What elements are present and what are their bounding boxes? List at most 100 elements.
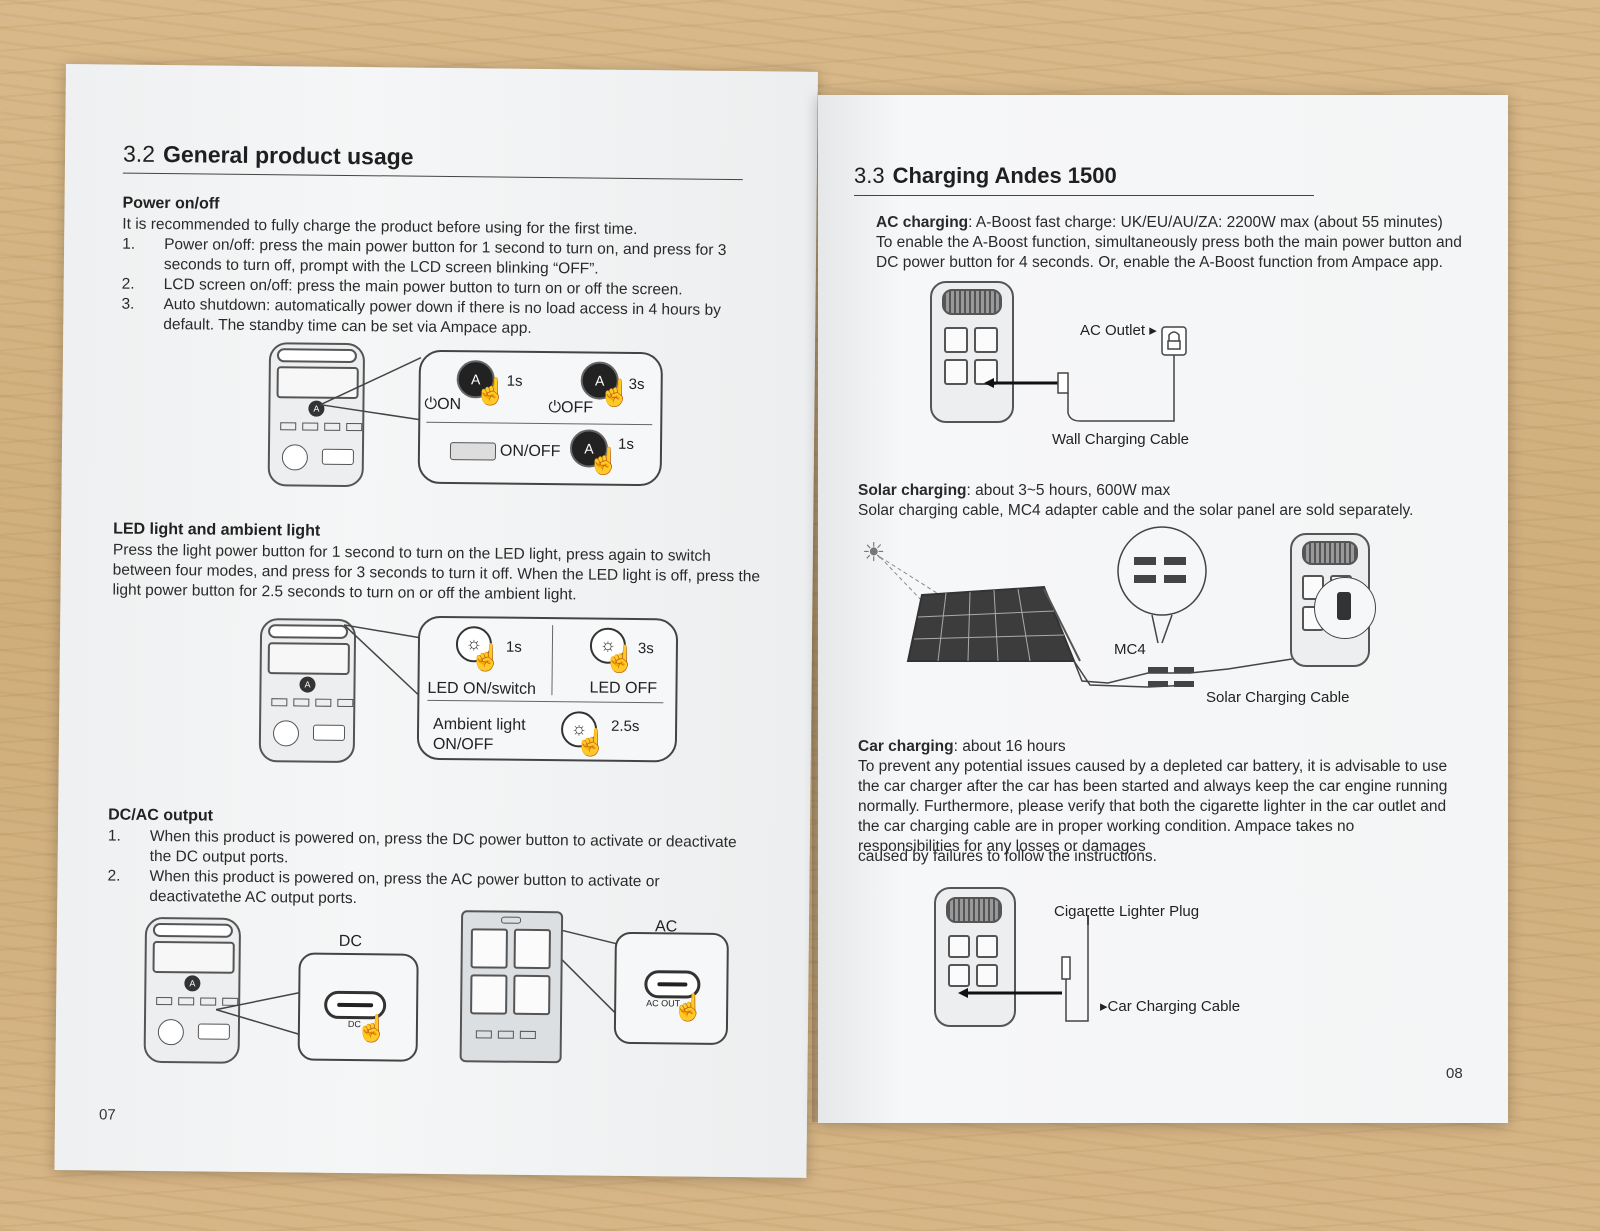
lcd-screen-icon [449, 442, 497, 461]
section-title-text: Charging Andes 1500 [892, 163, 1117, 188]
device-front-illustration: A [267, 342, 366, 488]
power-item-1: 1.Power on/off: press the main power but… [122, 235, 762, 282]
sun-icon: ☀ [862, 537, 886, 567]
car-socket-icon [157, 1019, 185, 1046]
device-handle [152, 922, 234, 938]
main-power-button-icon: A [299, 676, 316, 693]
power-list: 1.Power on/off: press the main power but… [121, 235, 762, 342]
device-back-illustration-car [934, 887, 1016, 1027]
screen-onoff-label: ON/OFF [499, 442, 561, 461]
finger-press-icon: ☝ [587, 445, 621, 476]
book-spine-shadow [812, 92, 822, 1122]
car-charging-spec: : about 16 hours [953, 738, 1066, 755]
ac-outlet-label: AC Outlet ▸ [1080, 322, 1157, 339]
device-back-illustration-ac [930, 281, 1014, 423]
list-number: 2. [107, 867, 121, 885]
list-number: 1. [107, 827, 121, 845]
section-rule [122, 172, 743, 181]
solar-charging-label: Solar charging [858, 482, 967, 499]
ac-charging-label: AC charging [876, 214, 969, 231]
device-front-illustration-led: A [258, 618, 357, 764]
led-callout: ☼ ☝ 1s LED ON/switch ☼ ☝ 3s LED OFF Ambi… [416, 615, 679, 763]
ac-outlets [948, 935, 998, 987]
page-number-right: 08 [1446, 1065, 1463, 1082]
finger-press-icon: ☝ [598, 377, 632, 408]
lcd-screen [267, 642, 350, 676]
ambient-duration: 2.5s [611, 717, 640, 736]
dcac-item-2: 2. When this product is powered on, press… [107, 866, 747, 913]
mc4-label: MC4 [1114, 641, 1146, 658]
list-number: 1. [122, 235, 136, 253]
main-power-button-icon: A [308, 400, 325, 417]
on-duration: 1s [506, 372, 523, 390]
solar-panel-drawing [879, 526, 1293, 688]
ac-charging-spec: : A-Boost fast charge: UK/EU/AU/ZA: 2200… [968, 214, 1443, 231]
power-callout: A ☝ 1s ⏻ON A ☝ 3s ⏻OFF ON/OFF A ☝ 1s [417, 349, 664, 487]
callout-divider [427, 699, 664, 704]
dc-port-icon [197, 1023, 230, 1040]
power-off-label: ⏻OFF [548, 399, 593, 417]
led-heading: LED light and ambient light [113, 520, 321, 540]
list-number: 3. [121, 295, 135, 313]
car-cable-label: ▸Car Charging Cable [1100, 998, 1241, 1015]
dc-port-icon [312, 724, 346, 741]
car-charging-line1: Car charging: about 16 hours [858, 737, 1498, 757]
callout-divider-vertical [551, 625, 554, 696]
callout-connector-dc [215, 920, 617, 1036]
list-text: When this product is powered on, press t… [149, 867, 660, 908]
led-off-label: LED OFF [589, 679, 658, 698]
usb-ports [280, 422, 363, 432]
ambient-label-line2: ON/OFF [432, 735, 494, 754]
solar-cable-label: Solar Charging Cable [1206, 689, 1350, 706]
led-on-label: LED ON/switch [427, 679, 537, 698]
finger-press-icon: ☝ [603, 643, 637, 675]
finger-press-icon: ☝ [574, 727, 608, 758]
ac-outlets [944, 327, 998, 385]
wall-cable-label: Wall Charging Cable [1052, 431, 1190, 448]
usb-ports [271, 698, 354, 708]
solar-charging-line1: Solar charging: about 3~5 hours, 600W ma… [858, 481, 1498, 501]
on-text: ON [437, 395, 462, 414]
car-charging-cable-drawing [958, 915, 1089, 1022]
bottom-ports [475, 1030, 536, 1039]
device-handle [267, 624, 349, 639]
list-text: When this product is powered on, press t… [149, 827, 737, 867]
finger-press-icon: ☝ [474, 376, 508, 407]
off-text: OFF [560, 399, 594, 417]
ac-charging-cable-drawing [984, 326, 1187, 422]
dc-callout: DC ☝ [297, 952, 419, 1062]
car-socket-icon [272, 720, 300, 747]
section-rule [854, 195, 1314, 196]
finger-press-icon: ☝ [469, 642, 503, 673]
callout-divider [426, 421, 653, 426]
lcd-screen [152, 940, 235, 974]
callout-connector-led [343, 624, 421, 697]
power-symbol-icon: ⏻ [424, 395, 438, 413]
finger-press-icon: ☝ [355, 1013, 389, 1044]
led-off-duration: 3s [637, 640, 654, 658]
led-on-duration: 1s [505, 638, 522, 656]
car-charging-text-2: caused by failures to follow the instruc… [858, 848, 1157, 865]
section-title-text: General product usage [162, 141, 414, 170]
power-heading: Power on/off [122, 194, 220, 213]
power-symbol-icon: ⏻ [548, 399, 562, 417]
callout-connector-power [320, 357, 422, 421]
speaker-grille [946, 897, 1002, 923]
cigarette-plug-label: Cigarette Lighter Plug [1054, 903, 1200, 920]
main-power-button-icon: A [184, 975, 201, 992]
car-charging-label: Car charging [858, 738, 954, 755]
dc-label: DC [338, 932, 363, 951]
led-text: Press the light power button for 1 secon… [112, 541, 761, 604]
ac-outlets [470, 928, 551, 1016]
lcd-screen [276, 366, 359, 400]
list-number: 2. [121, 275, 135, 293]
off-duration: 3s [628, 375, 645, 394]
power-on-label: ⏻ON [424, 396, 461, 414]
ac-button-small [501, 916, 522, 924]
car-charging-text: To prevent any potential issues caused b… [858, 758, 1448, 855]
finger-press-icon: ☝ [671, 992, 705, 1023]
solar-port-zoom [1314, 577, 1376, 639]
